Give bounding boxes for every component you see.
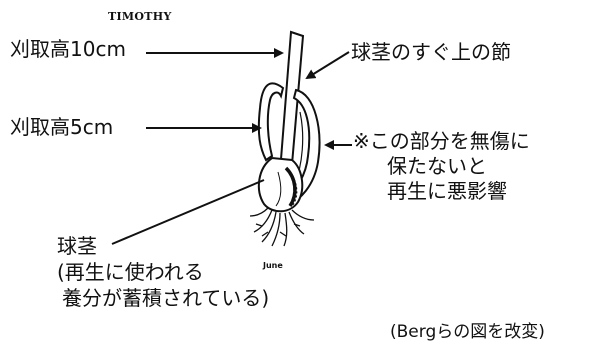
leader-corm [112, 180, 264, 244]
label-corm: 球茎 (再生に使われる 養分が蓄積されている) [57, 236, 269, 314]
diagram-title: TIMOTHY [108, 11, 172, 22]
warning-line-3: 再生に悪影響 [353, 181, 530, 206]
stubble-5cm [259, 83, 283, 160]
label-warning: ※この部分を無傷に 保たないと 再生に悪影響 [353, 131, 530, 206]
stubble-10cm [280, 32, 303, 176]
corm-line-1: 球茎 [57, 236, 269, 262]
source-credit: (Bergらの図を改変) [390, 324, 545, 341]
warning-line-1: ※この部分を無傷に [353, 131, 530, 156]
arrow-node [307, 52, 349, 78]
label-month: June [263, 262, 283, 270]
corm-line-2: (再生に使われる [57, 262, 269, 288]
label-cut-height-5cm: 刈取高5cm [10, 117, 113, 137]
warning-line-2: 保たないと [353, 156, 530, 181]
label-node-above-corm: 球茎のすぐ上の節 [351, 42, 511, 62]
corm-line-3: 養分が蓄積されている) [57, 288, 269, 314]
corm [259, 158, 302, 211]
label-cut-height-10cm: 刈取高10cm [10, 39, 126, 59]
